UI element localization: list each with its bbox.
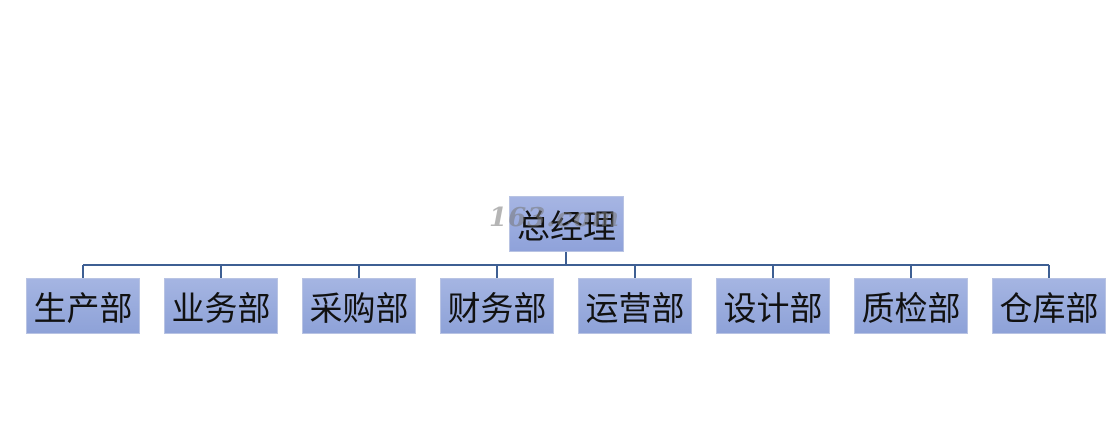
root-node-general-manager: 总经理	[509, 196, 624, 252]
dept-node-label: 业务部	[171, 289, 271, 328]
dept-node-finance: 财务部	[440, 278, 554, 334]
dept-node-label: 质检部	[861, 289, 961, 328]
dept-node-production: 生产部	[26, 278, 140, 334]
dept-node-label: 运营部	[585, 289, 685, 328]
dept-node-business: 业务部	[164, 278, 278, 334]
dept-node-warehouse: 仓库部	[992, 278, 1106, 334]
dept-node-label: 财务部	[447, 289, 547, 328]
dept-node-label: 生产部	[33, 289, 133, 328]
dept-node-operations: 运营部	[578, 278, 692, 334]
dept-node-label: 采购部	[309, 289, 409, 328]
dept-node-design: 设计部	[716, 278, 830, 334]
root-node-label: 总经理	[517, 207, 616, 246]
dept-node-label: 仓库部	[999, 289, 1099, 328]
dept-node-label: 设计部	[723, 289, 823, 328]
dept-node-purchasing: 采购部	[302, 278, 416, 334]
dept-node-quality: 质检部	[854, 278, 968, 334]
